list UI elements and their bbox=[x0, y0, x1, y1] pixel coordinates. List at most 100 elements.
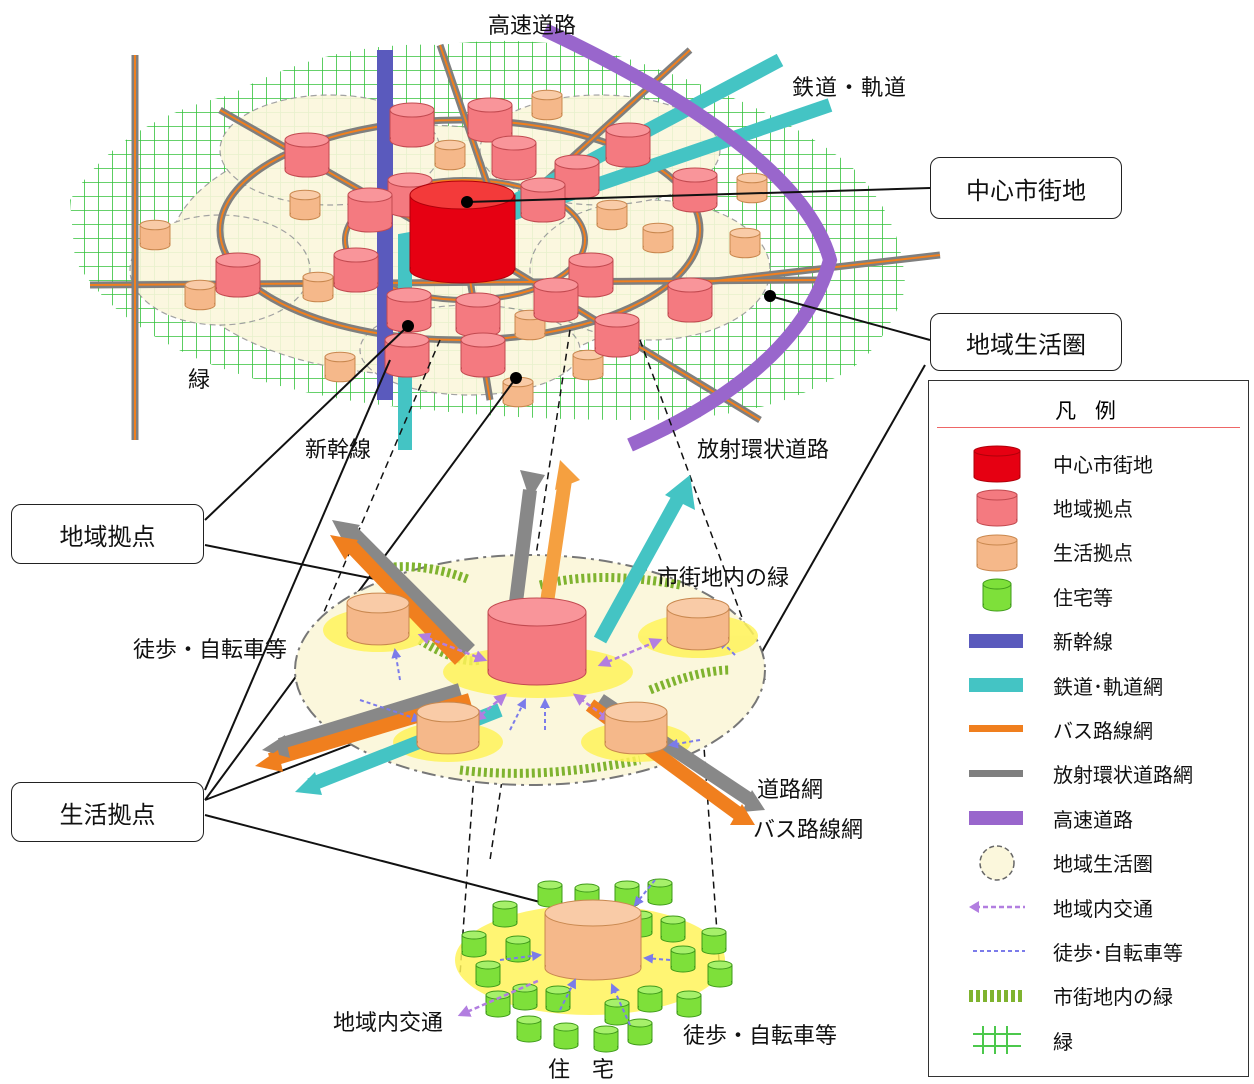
legend-item: 市街地内の緑 bbox=[969, 976, 1239, 1016]
house-cylinder bbox=[627, 1018, 653, 1046]
regional-base-cylinder bbox=[520, 177, 566, 223]
regional-base-cylinder bbox=[667, 277, 713, 323]
legend-item-label: 住宅等 bbox=[1053, 585, 1113, 610]
legend-item-label: 放射環状道路網 bbox=[1053, 763, 1193, 788]
house-cylinder bbox=[670, 945, 696, 973]
living-base-cylinder bbox=[642, 222, 674, 254]
regional-base-cylinder bbox=[347, 187, 393, 233]
legend-item-label: 地域内交通 bbox=[1053, 896, 1153, 921]
legend-title: 凡 例 bbox=[1055, 399, 1122, 423]
regional-base-cylinder bbox=[384, 332, 430, 378]
legend-item-label: 鉄道･軌道網 bbox=[1053, 674, 1163, 699]
cylinder-icon bbox=[969, 443, 1025, 483]
double-arrow-icon bbox=[969, 887, 1025, 927]
legend: 凡 例 中心市街地地域拠点生活拠点住宅等新幹線鉄道･軌道網バス路線網放射環状道路… bbox=[928, 380, 1249, 1077]
bus-network-label: バス路線網 bbox=[753, 818, 864, 843]
arrow-icon bbox=[969, 931, 1025, 971]
living-base-cylinder bbox=[289, 189, 321, 221]
house-cylinder bbox=[647, 878, 673, 906]
grid-icon bbox=[969, 1020, 1025, 1060]
line-icon bbox=[969, 754, 1025, 794]
regional-base-cylinder bbox=[460, 332, 506, 378]
house-cylinder bbox=[516, 1015, 542, 1043]
house-cylinder bbox=[492, 900, 518, 928]
legend-item-label: 中心市街地 bbox=[1053, 452, 1153, 477]
living-base-cylinder bbox=[302, 271, 334, 303]
regional-base-cylinder bbox=[491, 135, 537, 181]
legend-item-label: 徒歩･自転車等 bbox=[1053, 940, 1183, 965]
walk-bike-label: 徒歩・自転車等 bbox=[133, 638, 288, 663]
regional-base-cylinder bbox=[672, 167, 718, 213]
regional-base-cylinder bbox=[284, 132, 330, 178]
central-city-callout: 中心市街地 bbox=[930, 157, 1122, 219]
legend-item: 地域拠点 bbox=[969, 487, 1239, 527]
living-base-callout: 生活拠点 bbox=[11, 782, 204, 842]
radial-ring-road-label: 放射環状道路 bbox=[697, 438, 830, 463]
cylinder-icon bbox=[969, 532, 1025, 572]
legend-item: 徒歩･自転車等 bbox=[969, 931, 1239, 971]
walk-bike-bottom-label: 徒歩・自転車等 bbox=[683, 1024, 838, 1049]
shinkansen-label: 新幹線 bbox=[305, 438, 372, 463]
house-cylinder bbox=[593, 1025, 619, 1053]
regional-base-cylinder bbox=[389, 102, 435, 148]
house-cylinder bbox=[660, 915, 686, 943]
living-base-cylinder bbox=[572, 349, 604, 381]
regional-base-cylinder bbox=[455, 292, 501, 338]
regional-base-cylinder bbox=[605, 122, 651, 168]
expressway-label: 高速道路 bbox=[488, 14, 577, 39]
living-base-cylinder bbox=[139, 219, 171, 251]
legend-item: 生活拠点 bbox=[969, 532, 1239, 572]
regional-base-cylinder bbox=[533, 277, 579, 323]
legend-item-label: 生活拠点 bbox=[1053, 541, 1133, 566]
regional-base-cylinder bbox=[594, 312, 640, 358]
legend-item-label: 高速道路 bbox=[1053, 807, 1133, 832]
regional-base-cylinder bbox=[487, 597, 587, 686]
house-cylinder bbox=[461, 930, 487, 958]
legend-divider bbox=[937, 427, 1240, 428]
legend-item-label: 新幹線 bbox=[1053, 630, 1113, 655]
legend-item: バス路線網 bbox=[969, 709, 1239, 749]
house-cylinder bbox=[475, 960, 501, 988]
house-cylinder bbox=[505, 935, 531, 963]
regional-living-area-callout: 地域生活圏 bbox=[930, 313, 1122, 371]
legend-item: 住宅等 bbox=[969, 576, 1239, 616]
circle-icon bbox=[969, 843, 1025, 883]
regional-base-cylinder bbox=[333, 247, 379, 293]
bar-icon bbox=[969, 621, 1025, 661]
line-icon bbox=[969, 709, 1025, 749]
house-cylinder bbox=[545, 985, 571, 1013]
regional-base-cylinder bbox=[568, 252, 614, 298]
house-cylinder bbox=[676, 990, 702, 1018]
housing-label: 住 宅 bbox=[548, 1058, 615, 1083]
legend-item-label: 地域拠点 bbox=[1053, 496, 1133, 521]
hatch-icon bbox=[969, 976, 1025, 1016]
urban-green-label: 市街地内の緑 bbox=[657, 566, 790, 591]
living-base-cylinder bbox=[531, 89, 563, 121]
house-cylinder bbox=[637, 985, 663, 1013]
legend-item-label: 地域生活圏 bbox=[1053, 852, 1153, 877]
living-base-cylinder bbox=[324, 351, 356, 383]
living-base-cylinder bbox=[736, 172, 768, 204]
regional-base-cylinder bbox=[467, 97, 513, 143]
house-cylinder bbox=[707, 960, 733, 988]
legend-item: 新幹線 bbox=[969, 621, 1239, 661]
bar-icon bbox=[969, 665, 1025, 705]
road-network-label: 道路網 bbox=[757, 778, 824, 803]
legend-item: 緑 bbox=[969, 1020, 1239, 1060]
legend-item: 高速道路 bbox=[969, 798, 1239, 838]
living-base-cylinder bbox=[416, 701, 480, 755]
living-base-cylinder bbox=[596, 199, 628, 231]
house-cylinder bbox=[701, 927, 727, 955]
central-city-cylinder bbox=[409, 180, 516, 284]
legend-item-label: バス路線網 bbox=[1053, 718, 1153, 743]
house-cylinder bbox=[604, 998, 630, 1026]
living-base-cylinder bbox=[604, 701, 668, 755]
regional-base-callout: 地域拠点 bbox=[11, 504, 204, 564]
railway-label: 鉄道・軌道 bbox=[792, 76, 908, 101]
legend-item: 地域生活圏 bbox=[969, 843, 1239, 883]
house-cylinder bbox=[537, 880, 563, 908]
top-city-map bbox=[70, 23, 941, 452]
house-cylinder bbox=[614, 880, 640, 908]
green-label: 緑 bbox=[188, 368, 211, 393]
